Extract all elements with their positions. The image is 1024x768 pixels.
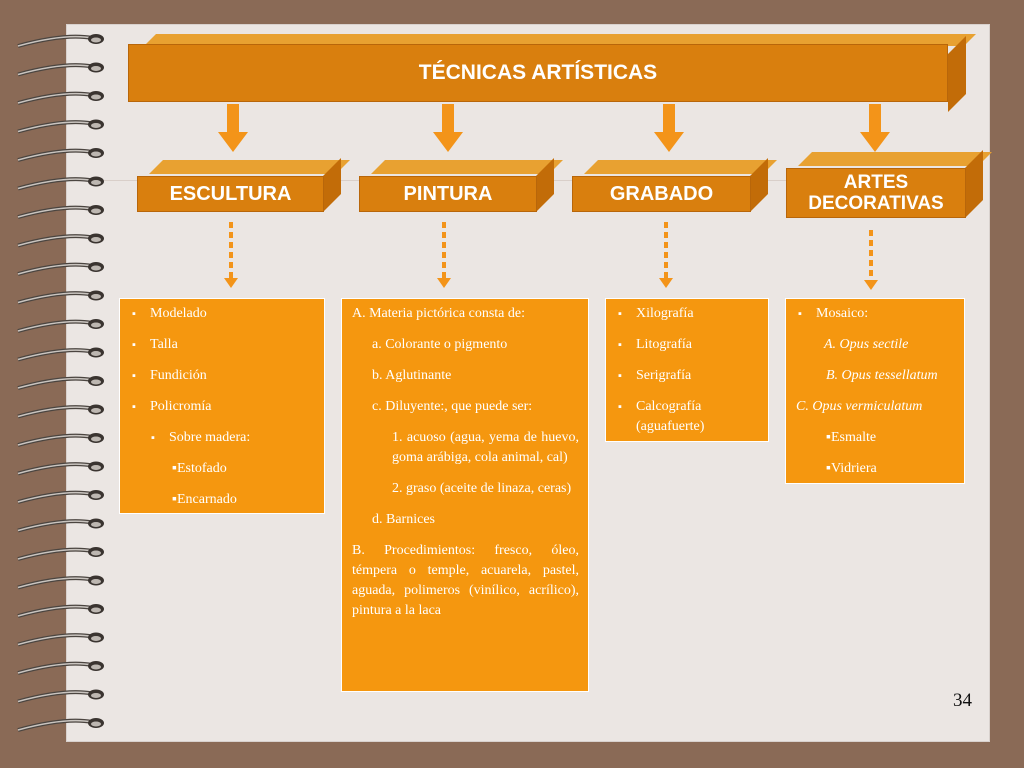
arrow-grabado	[654, 104, 684, 154]
category-label: PINTURA	[403, 182, 493, 205]
category-grabado: GRABADO	[572, 158, 777, 216]
pintura-a: A. Materia pictórica consta de:	[352, 306, 525, 321]
list-sub-sub-item: ▪Estofado	[172, 461, 227, 476]
list-item-text: Vidriera	[830, 461, 877, 476]
pintura-a2: b. Aglutinante	[372, 368, 452, 383]
spiral-binding-icon	[17, 34, 104, 732]
list-item: Serigrafía	[618, 366, 760, 386]
category-artes-decorativas: ARTES DECORATIVAS	[786, 150, 992, 222]
pintura-n2: 2. graso (aceite de linaza, ceras)	[392, 481, 572, 496]
pintura-d: d. Barnices	[372, 512, 435, 527]
category-label-line1: ARTES	[843, 171, 909, 193]
list-item: Mosaico:	[798, 304, 958, 324]
list-sub-sub-item: ▪Encarnado	[172, 492, 237, 507]
list-item: Litografía	[618, 335, 760, 355]
category-escultura: ESCULTURA	[137, 158, 350, 216]
list-item: Calcografía (aguafuerte)	[618, 397, 736, 437]
category-label-line2: DECORATIVAS	[808, 193, 944, 214]
pintura-a3: c. Diluyente:, que puede ser:	[372, 399, 533, 414]
list-sub-sub-item-text: Encarnado	[176, 492, 237, 507]
dotted-arrow-escultura	[224, 222, 238, 292]
arrow-artes	[860, 104, 890, 154]
list-item: Fundición	[132, 366, 324, 386]
page-number: 34	[953, 690, 972, 711]
panel-escultura: Modelado Talla Fundición Policromía Sobr…	[119, 298, 325, 514]
dotted-arrow-artes	[864, 230, 878, 292]
mosaico-c: C. Opus vermiculatum	[796, 399, 923, 414]
frame-border	[0, 0, 1024, 24]
list-sub-item: Sobre madera:	[151, 428, 324, 448]
list-item: Modelado	[132, 304, 324, 324]
arrow-pintura	[433, 104, 463, 154]
list-sub-sub-item-text: Estofado	[176, 461, 227, 476]
category-label: GRABADO	[609, 182, 714, 205]
panel-grabado: Xilografía Litografía Serigrafía Calcogr…	[605, 298, 769, 442]
pintura-n1: 1. acuoso (agua, yema de huevo, goma ará…	[392, 430, 579, 465]
list-item: ▪Vidriera	[826, 461, 877, 476]
dotted-arrow-grabado	[659, 222, 673, 292]
list-item: Policromía	[132, 397, 324, 417]
pintura-a1: a. Colorante o pigmento	[372, 337, 508, 352]
list-item: Talla	[132, 335, 324, 355]
title-text: TÉCNICAS ARTÍSTICAS	[418, 61, 658, 85]
mosaico-b: B. Opus tessellatum	[826, 368, 938, 383]
category-pintura: PINTURA	[359, 158, 563, 216]
category-label: ESCULTURA	[169, 182, 292, 205]
panel-artes-decorativas: Mosaico: A. Opus sectile B. Opus tessell…	[785, 298, 965, 484]
mosaico-a: A. Opus sectile	[824, 337, 909, 352]
list-item: ▪Esmalte	[826, 430, 877, 445]
pintura-b: B. Procedimientos: fresco, óleo, témpera…	[352, 543, 579, 618]
list-item-text: Esmalte	[830, 430, 877, 445]
arrow-escultura	[218, 104, 248, 154]
dotted-arrow-pintura	[437, 222, 451, 292]
list-item: Xilografía	[618, 304, 760, 324]
panel-pintura: A. Materia pictórica consta de: a. Color…	[341, 298, 589, 692]
title-box: TÉCNICAS ARTÍSTICAS	[128, 34, 976, 112]
